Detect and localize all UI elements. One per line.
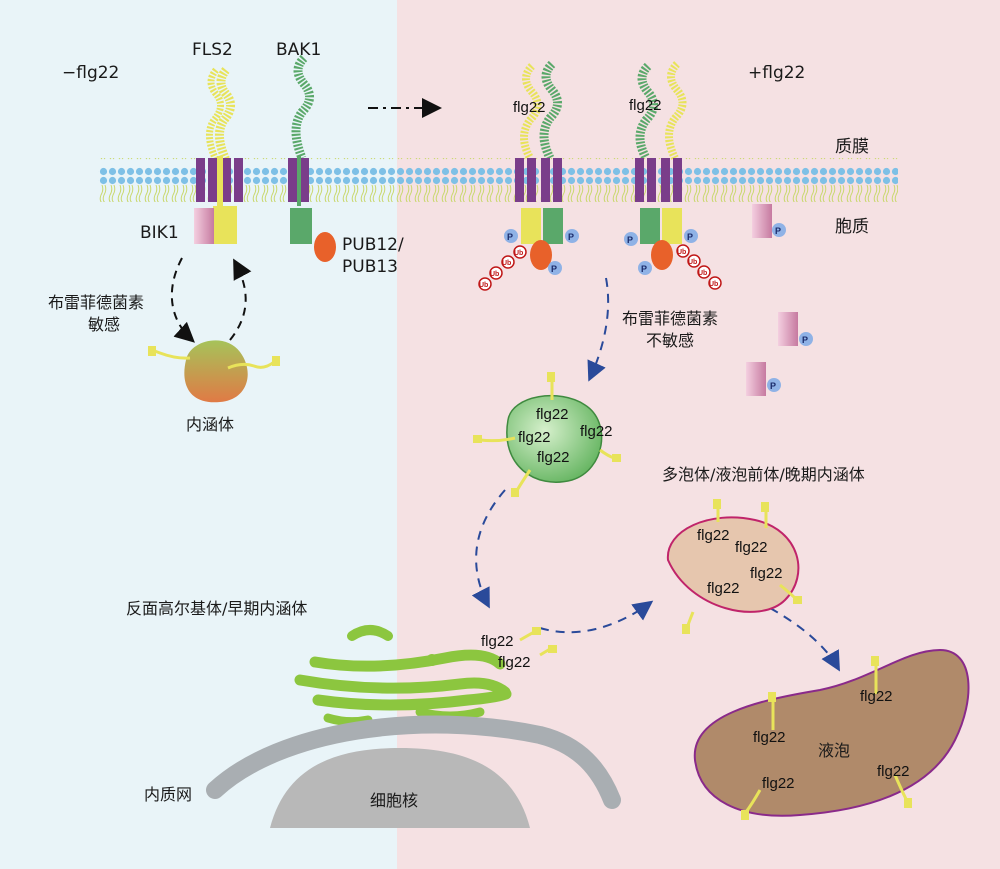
bak1-receptor-left	[288, 54, 314, 244]
p-label: P	[687, 232, 693, 242]
fls2-receptor-left	[196, 67, 243, 244]
tgn-label: 反面高尔基体/早期内涵体	[126, 599, 307, 618]
flg22-label: flg22	[481, 633, 514, 650]
arrow-to-mvb	[539, 600, 654, 634]
bfa-insensitive-label: 布雷菲德菌素	[622, 309, 718, 328]
ub-label: Ub	[514, 250, 523, 257]
flg22-label: flg22	[629, 97, 662, 114]
flg22-label: flg22	[860, 688, 893, 705]
flg22-label: flg22	[707, 580, 740, 597]
flg22-label: flg22	[580, 423, 613, 440]
flg22-label: flg22	[518, 429, 551, 446]
p-label: P	[568, 232, 574, 242]
p-label: P	[627, 235, 633, 245]
ub-label: Ub	[698, 270, 707, 277]
bak1-label: BAK1	[276, 40, 321, 60]
p-label: P	[770, 381, 776, 391]
internalization-arrow	[170, 257, 195, 343]
flg22-label: flg22	[762, 775, 795, 792]
ubiquitin-chains: Ub Ub Ub Ub Ub Ub Ub Ub	[478, 244, 722, 291]
vacuole-label: 液泡	[818, 741, 850, 760]
bfa-insensitive-label-2: 不敏感	[646, 331, 694, 350]
p-label: P	[775, 226, 781, 236]
multivesicular-body	[666, 499, 802, 634]
flg22-label: flg22	[735, 539, 768, 556]
flg22-label: flg22	[513, 99, 546, 116]
bik1-released-1	[752, 204, 772, 238]
bik1-released-3	[746, 362, 766, 396]
recycling-arrow	[229, 258, 252, 341]
pub13-label: PUB13	[342, 257, 398, 277]
nucleus-label: 细胞核	[370, 791, 418, 810]
flg22-label: flg22	[498, 654, 531, 671]
flg22-labels: flg22 flg22 flg22 flg22 flg22 flg22 flg2…	[481, 97, 910, 792]
er-label: 内质网	[144, 785, 192, 804]
mvb-label: 多泡体/液泡前体/晚期内涵体	[662, 465, 865, 484]
ub-label: Ub	[490, 271, 499, 278]
p-label: P	[641, 264, 647, 274]
bik1-kinase-left	[194, 208, 214, 244]
flg22-label: flg22	[536, 406, 569, 423]
ub-label: Ub	[709, 281, 718, 288]
bfa-sensitive-label-2: 敏感	[88, 315, 120, 334]
green-endosome	[473, 372, 621, 497]
arrow-to-green-endosome	[587, 277, 610, 382]
phospho-markers: P P P P P P P P P	[504, 223, 813, 392]
plasma-membrane	[98, 158, 898, 202]
ub-label: Ub	[688, 259, 697, 266]
ub-label: Ub	[677, 249, 686, 256]
endosome-left	[148, 340, 280, 403]
bfa-sensitive-label: 布雷菲德菌素	[48, 293, 144, 312]
flg22-label: flg22	[753, 729, 786, 746]
endoplasmic-reticulum	[206, 715, 621, 809]
flg22-label: flg22	[750, 565, 783, 582]
arrow-to-tgn	[471, 489, 506, 609]
pub12-pub13-left	[314, 232, 336, 262]
vacuole	[693, 648, 970, 820]
nucleus	[270, 748, 530, 828]
ub-label: Ub	[502, 260, 511, 267]
flg22-label: flg22	[537, 449, 570, 466]
flg22-label: flg22	[877, 763, 910, 780]
ub-label: Ub	[479, 282, 488, 289]
left-panel-background	[0, 0, 397, 869]
pub12-label: PUB12/	[342, 235, 404, 255]
endosome-label: 内涵体	[186, 415, 234, 434]
p-label: P	[802, 335, 808, 345]
arrow-to-vacuole	[769, 607, 840, 672]
p-label: P	[551, 264, 557, 274]
flg22-label: flg22	[697, 527, 730, 544]
complex-2	[635, 61, 687, 270]
fls2-label: FLS2	[192, 40, 233, 60]
plasma-membrane-label: 质膜	[835, 137, 869, 157]
minus-flg22-label: −flg22	[62, 63, 119, 83]
bik1-released-2	[778, 312, 798, 346]
p-label: P	[507, 232, 513, 242]
cytoplasm-label: 胞质	[835, 217, 869, 237]
plus-flg22-label: +flg22	[748, 63, 805, 83]
complex-1	[515, 60, 563, 270]
bik1-label: BIK1	[140, 223, 179, 243]
